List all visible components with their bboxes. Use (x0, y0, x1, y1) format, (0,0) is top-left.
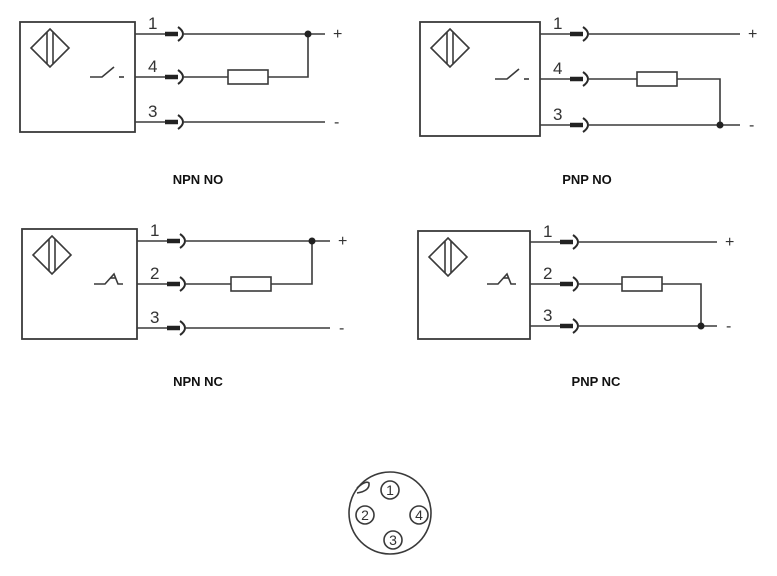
socket-icon (177, 114, 184, 130)
sensor-body (419, 21, 541, 137)
wire-pin-3: 3 (135, 102, 184, 130)
load-resistor (621, 276, 663, 292)
positive-label: + (725, 234, 734, 251)
socket-icon (179, 276, 186, 292)
diagram-npn-no: 1 4 3 + - NPN NO (19, 14, 342, 187)
pin-label: 2 (150, 264, 159, 283)
load-resistor (636, 71, 678, 87)
sensor-body (19, 21, 136, 133)
diagram-pnp-nc: 1 2 3 + - PNP NC (417, 222, 734, 389)
no-switch-icon (90, 66, 124, 78)
socket-icon (582, 117, 589, 133)
negative-label: - (726, 318, 731, 335)
inductive-sensor-icon (427, 236, 469, 278)
socket-icon (582, 71, 589, 87)
nc-switch-icon (487, 272, 516, 285)
wire-pin-2: 2 (137, 264, 186, 292)
positive-label: + (333, 26, 342, 43)
pin-circle (380, 480, 400, 500)
pin-label: 3 (553, 105, 562, 124)
pin-number: 4 (415, 507, 423, 523)
inductive-sensor-icon (31, 234, 73, 276)
diagram-caption: PNP NO (562, 172, 612, 187)
connector-pinout: 1 2 3 4 (348, 471, 432, 555)
inductive-sensor-icon (429, 27, 471, 69)
connector-pin-2: 2 (355, 505, 375, 525)
socket-icon (572, 234, 579, 250)
pin-label: 3 (543, 306, 552, 325)
wire-pin-4: 4 (135, 57, 184, 85)
socket-icon (572, 276, 579, 292)
no-switch-icon (495, 68, 529, 80)
socket-icon (582, 26, 589, 42)
diagram-caption: NPN NC (173, 374, 223, 389)
diagram-caption: PNP NC (572, 374, 621, 389)
junction-dot (697, 322, 705, 330)
socket-icon (179, 320, 186, 336)
negative-label: - (334, 114, 339, 131)
junction-dot (308, 237, 316, 245)
connector-pin-1: 1 (380, 480, 400, 500)
socket-icon (177, 69, 184, 85)
pin-number: 1 (386, 482, 394, 498)
junction-dot (716, 121, 724, 129)
pin-label: 1 (150, 221, 159, 240)
load-return-line (268, 34, 309, 78)
junction-dot (304, 30, 312, 38)
socket-icon (179, 233, 186, 249)
negative-label: - (339, 320, 344, 337)
socket-icon (572, 318, 579, 334)
load-resistor (227, 69, 269, 85)
pin-number: 2 (361, 507, 369, 523)
wire-pin-3: 3 (137, 308, 186, 336)
load-resistor (230, 276, 272, 292)
positive-label: + (748, 26, 757, 43)
connector-outline (348, 471, 432, 555)
connector-pin-4: 4 (409, 505, 429, 525)
wire-pin-1: 1 (530, 222, 579, 250)
socket-icon (177, 26, 184, 42)
wire-pin-1: 1 (137, 221, 186, 249)
load-return-line (662, 283, 702, 326)
wire-pin-2: 2 (530, 264, 579, 292)
load-return-line (271, 241, 313, 285)
pin-circle (383, 530, 403, 550)
negative-label: - (749, 117, 754, 134)
wire-pin-1: 1 (135, 14, 184, 42)
sensor-body (417, 230, 531, 340)
pin-label: 4 (553, 59, 562, 78)
pin-label: 1 (553, 14, 562, 33)
pin-label: 1 (543, 222, 552, 241)
pin-circle (355, 505, 375, 525)
pin-circle (409, 505, 429, 525)
connector-pin-3: 3 (383, 530, 403, 550)
pin-number: 3 (389, 532, 397, 548)
diagram-npn-nc: 1 2 3 + - NPN NC (21, 221, 347, 389)
inductive-sensor-icon (29, 27, 71, 69)
pin-label: 3 (148, 102, 157, 121)
pin-label: 4 (148, 57, 157, 76)
positive-label: + (338, 233, 347, 250)
wire-pin-4: 4 (540, 59, 589, 87)
wire-pin-3: 3 (530, 306, 579, 334)
wire-pin-3: 3 (540, 105, 589, 133)
pin-label: 2 (543, 264, 552, 283)
load-return-line (677, 78, 721, 125)
diagram-pnp-no: 1 4 3 + - PNP NO (419, 14, 757, 187)
pin-label: 3 (150, 308, 159, 327)
pin-label: 1 (148, 14, 157, 33)
wire-pin-1: 1 (540, 14, 589, 42)
nc-switch-icon (94, 272, 123, 285)
coding-key-icon (356, 481, 370, 494)
diagram-caption: NPN NO (173, 172, 224, 187)
